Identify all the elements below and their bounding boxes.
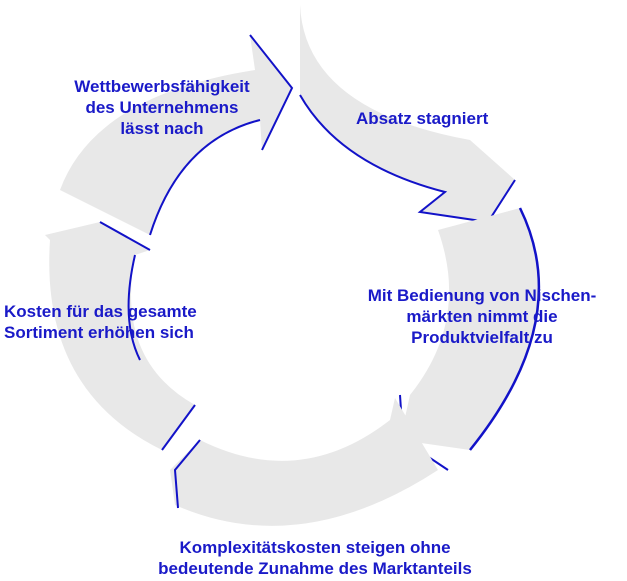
cycle-step-label: Absatz stagniert xyxy=(356,108,536,129)
label-line: Wettbewerbsfähigkeit xyxy=(74,77,250,96)
label-line: Absatz stagniert xyxy=(356,109,489,128)
cycle-step-label: Kosten für das gesamte Sortiment erhöhen… xyxy=(4,301,264,343)
cycle-arrow-4 xyxy=(170,398,438,526)
label-line: Kosten für das gesamte xyxy=(4,302,197,321)
cycle-arrow-1 xyxy=(60,34,294,236)
cycle-step-label: Komplexitätskosten steigen ohne bedeuten… xyxy=(120,537,510,579)
label-line: märkten nimmt die xyxy=(406,307,558,326)
label-line: bedeutende Zunahme des Marktanteils xyxy=(158,559,472,578)
label-line: Komplexitätskosten steigen ohne xyxy=(179,538,451,557)
label-line: Mit Bedienung von Nischen- xyxy=(367,286,597,305)
label-line: Produktvielfalt zu xyxy=(411,328,553,347)
cycle-arrow-5 xyxy=(45,221,196,451)
cycle-arrow-2 xyxy=(299,5,516,224)
cycle-step-label: Mit Bedienung von Nischen- märkten nimmt… xyxy=(337,285,627,348)
label-line: des Unternehmens xyxy=(85,98,239,117)
label-line: Sortiment erhöhen sich xyxy=(4,323,194,342)
cycle-step-label: Wettbewerbsfähigkeit des Unternehmens lä… xyxy=(40,76,284,139)
label-line: lässt nach xyxy=(120,119,204,138)
